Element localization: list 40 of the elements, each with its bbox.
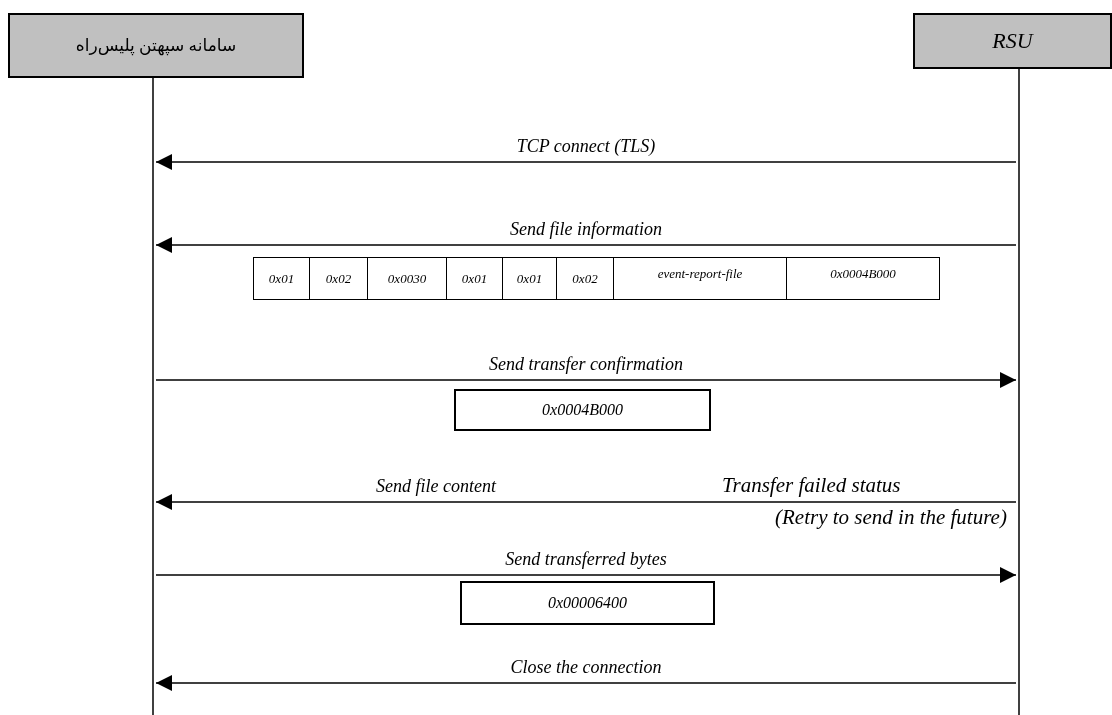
message-label: Send transfer confirmation [489, 355, 683, 375]
participant-box [913, 13, 1112, 69]
message-label: TCP connect (TLS) [516, 137, 656, 157]
message-arrow [155, 237, 1017, 253]
node-text: RSU [992, 28, 1033, 54]
field-cell [253, 257, 310, 300]
field-cell [613, 257, 787, 300]
field-cell [556, 257, 614, 300]
field-cell [309, 257, 368, 300]
field-cell [446, 257, 503, 300]
field-cell [502, 257, 557, 300]
node-text: سامانه سپهتن پلیس‌راه [75, 35, 237, 56]
message-label: Send transferred bytes [505, 550, 667, 570]
value-box [460, 581, 715, 625]
field-cell [786, 257, 940, 300]
node-text: 0x01 [516, 270, 543, 287]
message-label: Close the connection [510, 658, 662, 678]
node-text: 0x01 [268, 270, 295, 287]
field-cell [367, 257, 447, 300]
message-arrow [155, 154, 1017, 170]
node-text: 0x0030 [387, 270, 427, 287]
lifeline [1016, 69, 1022, 715]
node-text: 0x01 [461, 270, 488, 287]
node-text: 0x00006400 [547, 594, 628, 612]
node-text: 0x02 [572, 270, 598, 287]
note-text: Transfer failed status [722, 474, 901, 498]
message-label: Send file information [510, 220, 662, 240]
message-label: Send file content [376, 477, 496, 497]
message-arrow [155, 494, 1017, 510]
node-text: 0x0004B000 [542, 401, 623, 419]
node-text: event-report-file [657, 266, 743, 282]
message-arrow [155, 567, 1017, 583]
node-text: 0x02 [325, 270, 352, 287]
note-text: (Retry to send in the future) [775, 506, 1007, 530]
message-arrow [155, 675, 1017, 691]
participant-box [8, 13, 304, 78]
message-arrow [155, 372, 1017, 388]
value-box [454, 389, 711, 431]
node-text: 0x0004B000 [830, 266, 896, 282]
lifeline [150, 78, 156, 715]
